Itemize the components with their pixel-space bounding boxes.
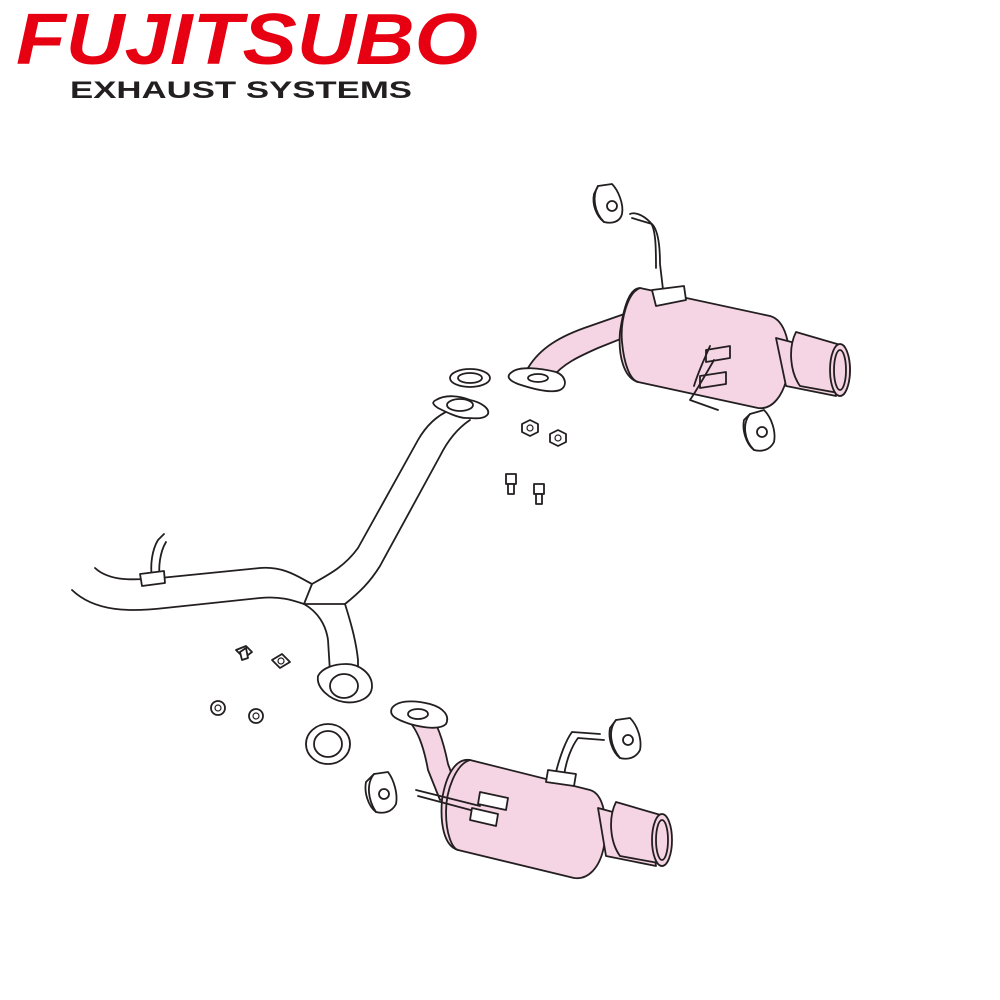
nuts-right — [521, 419, 567, 447]
gasket-right — [449, 368, 491, 388]
muffler-left — [390, 700, 673, 880]
muffler-right — [507, 212, 851, 411]
fujitsubo-logo: FUJITSUBO EXHAUST SYSTEMS — [16, 2, 478, 102]
center-pipe — [71, 395, 490, 704]
gasket-left — [305, 723, 351, 765]
rubber-hanger-right-bottom — [742, 409, 776, 452]
bolts-left — [235, 645, 291, 669]
logo-tagline: EXHAUST SYSTEMS — [70, 77, 412, 102]
logo-brand-name: FUJITSUBO — [16, 2, 478, 80]
rubber-hanger-right-top — [592, 183, 624, 224]
rubber-hanger-left-bottom — [364, 771, 398, 814]
nuts-left — [210, 700, 264, 724]
bolts-right — [505, 473, 545, 505]
rubber-hanger-left-top — [608, 717, 642, 760]
